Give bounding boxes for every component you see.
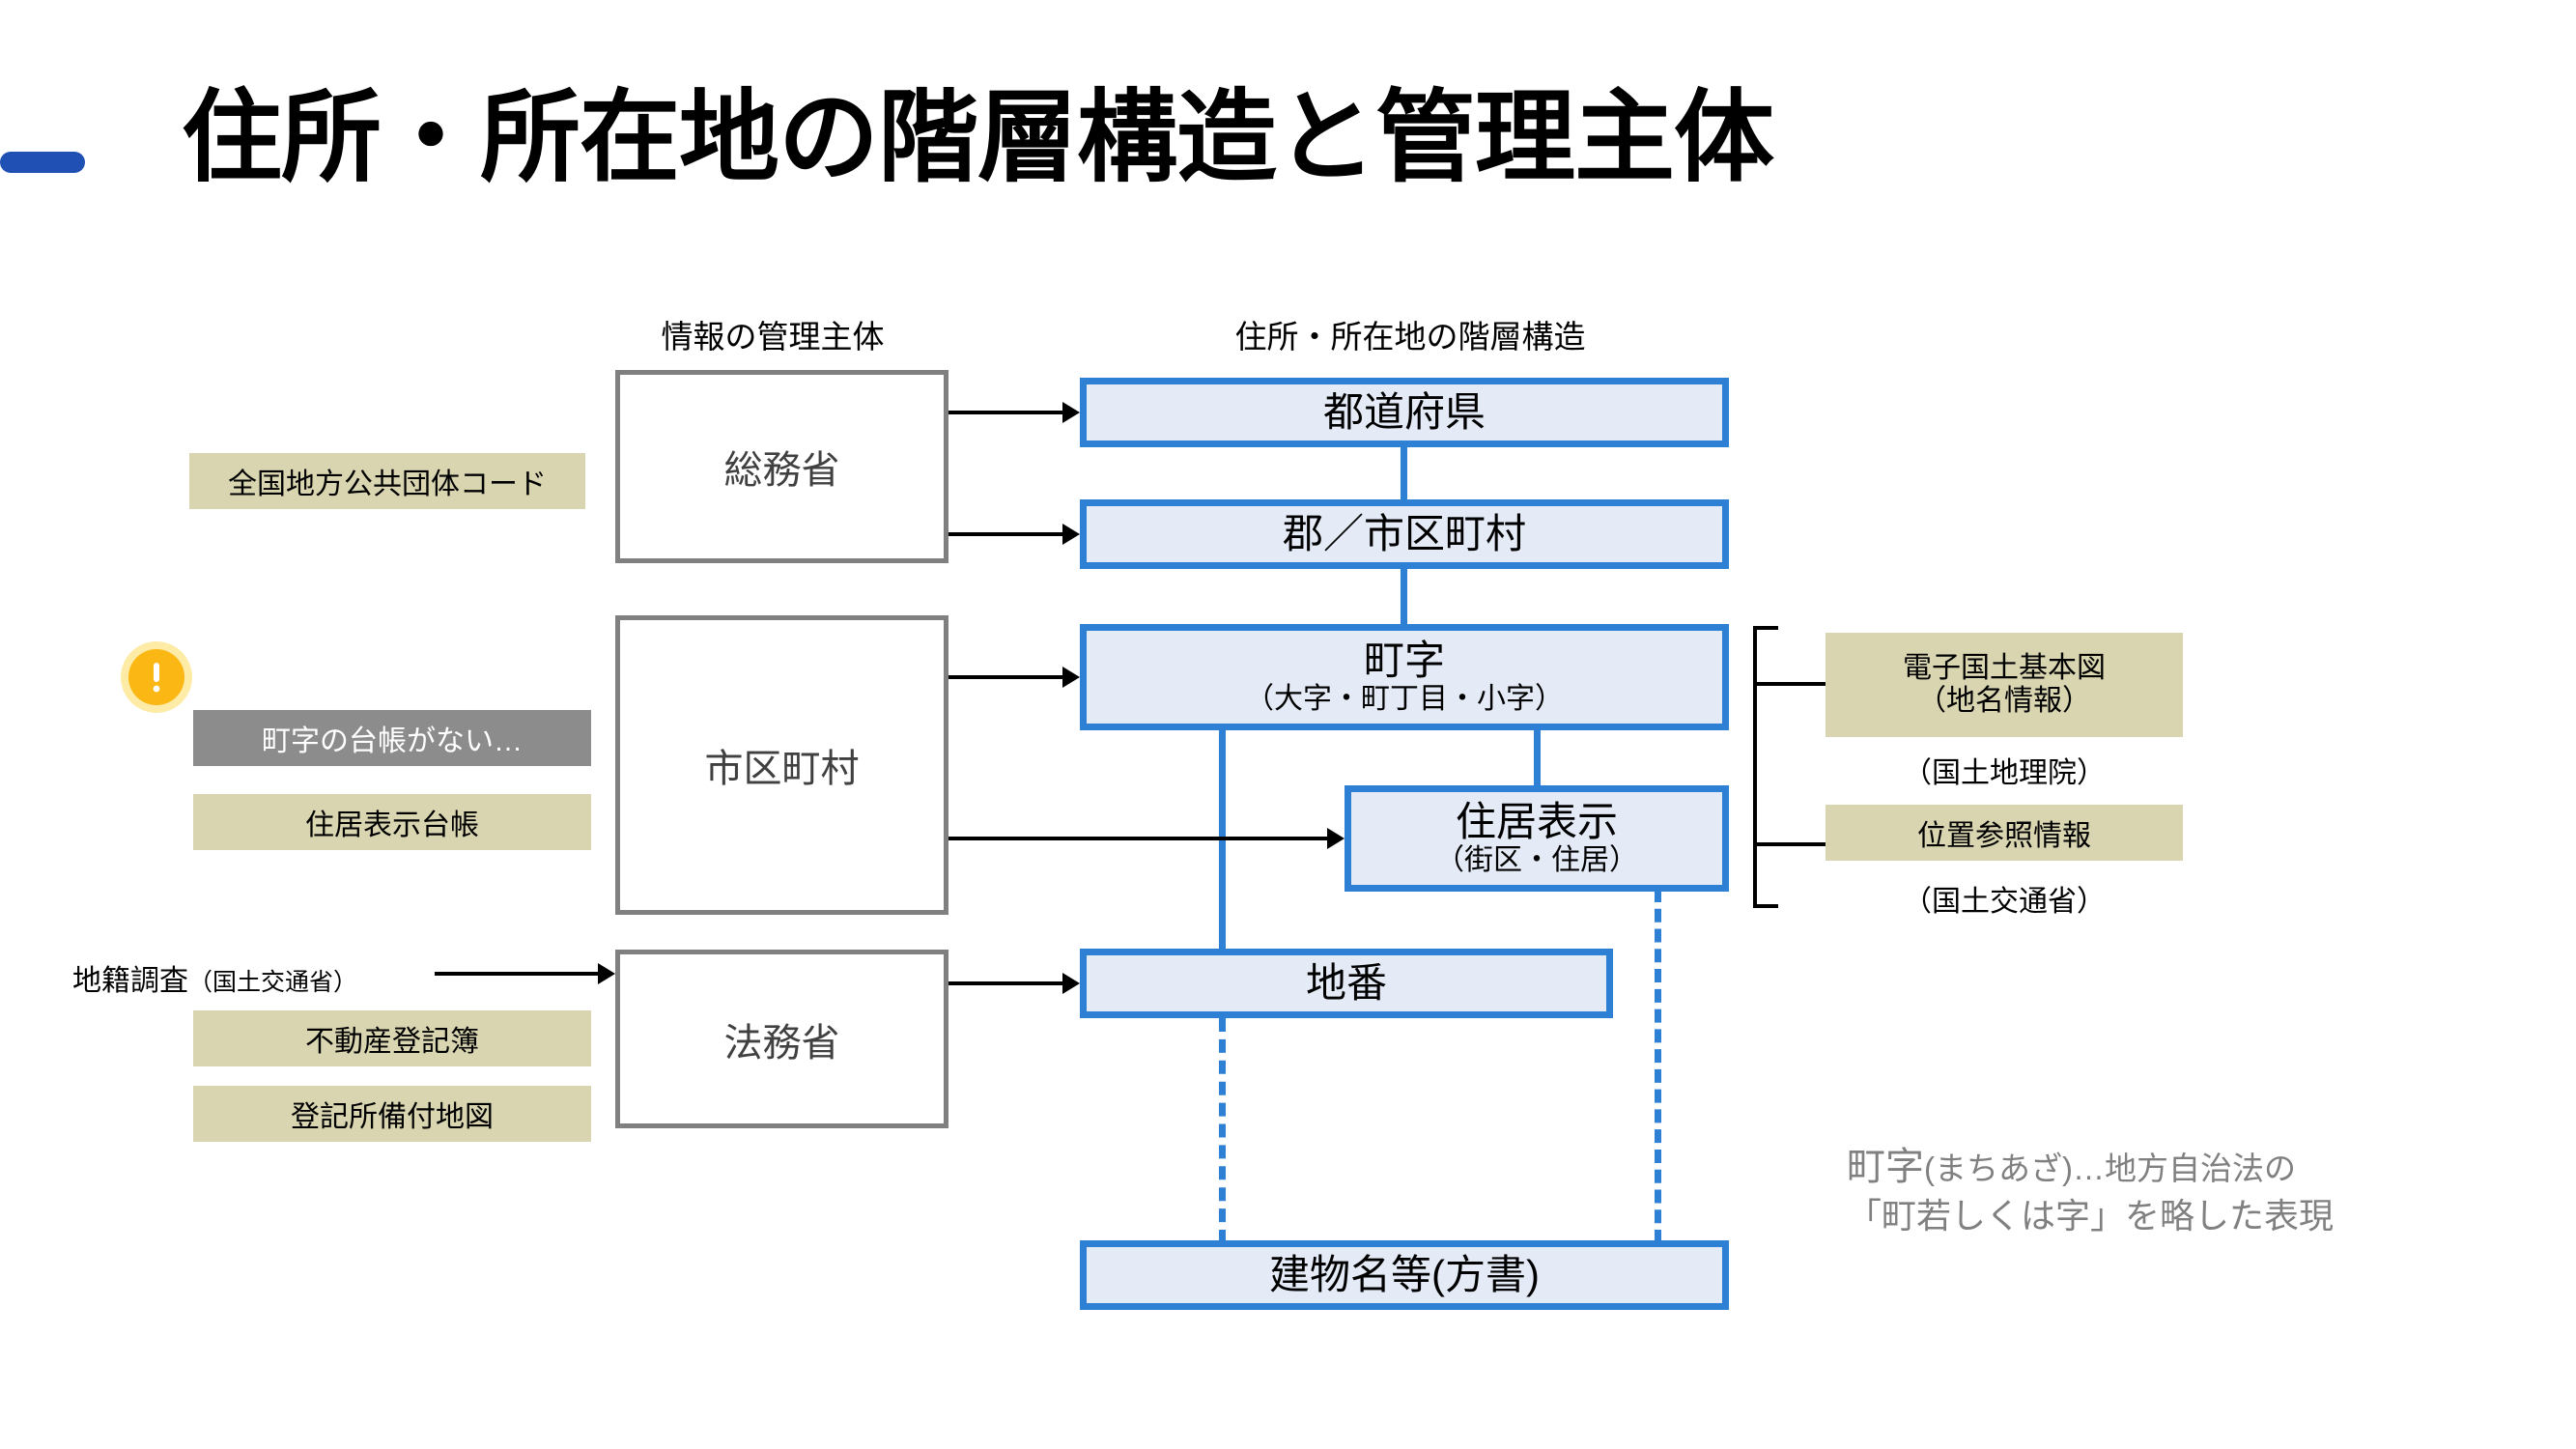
arrow-soumu-gun-head: [1062, 524, 1080, 545]
arrow-soumu-gun-line: [948, 532, 1062, 536]
connector-machiaza-jukyo-down: [1534, 727, 1541, 788]
hierarchy-box-chiban[interactable]: 地番: [1080, 949, 1613, 1018]
hierarchy-sublabel-machiaza: （大字・町丁目・小字）: [1245, 682, 1564, 715]
warning-exclamation-icon: [128, 649, 184, 705]
owner-label-shikuchoson: 市区町村: [704, 748, 860, 790]
arrow-soumu-todofuken-head: [1062, 402, 1080, 423]
footnote-reading: (まちあざ)…地方自治法の: [1924, 1151, 2296, 1186]
tag-label-location-reference-info: 位置参照情報: [1917, 820, 2091, 852]
tag-label-registry-map: 登記所備付地図: [291, 1101, 494, 1133]
footnote-line2: 「町若しくは字」を略した表現: [1847, 1195, 2335, 1236]
arrow-shikuchoson-jukyo-head: [1327, 828, 1345, 849]
tag-location-reference-info: 位置参照情報: [1826, 805, 2183, 861]
owner-label-soumu: 総務省: [723, 449, 840, 492]
hierarchy-sublabel-jukyo: （街区・住居）: [1435, 843, 1638, 876]
owner-box-shikuchoson[interactable]: 市区町村: [615, 615, 948, 915]
hierarchy-label-gun: 郡／市区町村: [1282, 510, 1526, 556]
right-bracket-branch-top: [1757, 682, 1827, 686]
tag-real-estate-register: 不動産登記簿: [193, 1010, 591, 1066]
tag-jukyo-ledger: 住居表示台帳: [193, 794, 591, 850]
hierarchy-label-machiaza: 町字: [1363, 637, 1445, 683]
hierarchy-label-jukyo: 住居表示: [1455, 798, 1618, 844]
arrow-homu-chiban-head: [1062, 973, 1080, 994]
connector-gun-machiaza: [1401, 566, 1407, 627]
arrow-shikuchoson-jukyo-line: [948, 837, 1327, 840]
hierarchy-label-todofuken: 都道府県: [1322, 388, 1486, 435]
hierarchy-label-chiban: 地番: [1305, 959, 1387, 1006]
chiseki-survey-name: 地籍調査: [72, 965, 188, 997]
hierarchy-column-header: 住所・所在地の階層構造: [1234, 319, 1586, 355]
title-accent-bar: [0, 152, 85, 173]
hierarchy-box-machiaza[interactable]: 町字 （大字・町丁目・小字）: [1080, 624, 1729, 730]
owner-box-soumu[interactable]: 総務省: [615, 370, 948, 563]
hierarchy-box-todofuken[interactable]: 都道府県: [1080, 378, 1729, 447]
connector-machiaza-tatemono-dashed: [1219, 1018, 1226, 1243]
tag-label-jukyo-ledger: 住居表示台帳: [305, 810, 479, 841]
right-bracket-top-arm: [1753, 626, 1778, 630]
owner-column-header: 情報の管理主体: [661, 319, 885, 355]
arrow-chiseki-homu-head: [598, 963, 615, 984]
tag-registry-map: 登記所備付地図: [193, 1086, 591, 1142]
arrow-homu-chiban-line: [948, 981, 1062, 985]
caption-gsi: （国土地理院）: [1903, 757, 2106, 789]
right-bracket-bottom-arm: [1753, 904, 1778, 908]
footnote-term: 町字: [1847, 1146, 1924, 1188]
hierarchy-box-gun[interactable]: 郡／市区町村: [1080, 499, 1729, 569]
arrow-chiseki-homu-line: [435, 972, 598, 976]
tag-label-digital-national-base-map: 電子国土基本図: [1903, 651, 2106, 684]
page-title: 住所・所在地の階層構造と管理主体: [182, 82, 1774, 194]
arrow-shikuchoson-machiaza-head: [1062, 667, 1080, 688]
footnote-machiaza: 町字(まちあざ)…地方自治法の 「町若しくは字」を略した表現: [1847, 1142, 2523, 1238]
tag-label-local-government-code: 全国地方公共団体コード: [228, 469, 547, 500]
tag-label-no-machiaza-ledger: 町字の台帳がない…: [262, 725, 523, 757]
chiseki-survey-label: 地籍調査（国土交通省）: [72, 956, 357, 999]
tag-sublabel-digital-national-base-map: （地名情報）: [1917, 685, 2091, 717]
hierarchy-box-tatemono[interactable]: 建物名等(方書): [1080, 1240, 1729, 1310]
owner-label-homu: 法務省: [723, 1021, 840, 1065]
connector-jukyo-tatemono-dashed: [1655, 889, 1661, 1243]
right-bracket-vertical: [1753, 626, 1757, 908]
tag-label-real-estate-register: 不動産登記簿: [305, 1026, 479, 1058]
connector-todofuken-gun: [1401, 444, 1407, 502]
arrow-shikuchoson-machiaza-line: [948, 675, 1062, 679]
hierarchy-box-jukyo[interactable]: 住居表示 （街区・住居）: [1345, 785, 1729, 892]
caption-mlit: （国土交通省）: [1903, 886, 2106, 918]
right-bracket-branch-bottom: [1757, 842, 1827, 846]
arrow-soumu-todofuken-line: [948, 411, 1062, 414]
tag-local-government-code: 全国地方公共団体コード: [189, 453, 585, 509]
tag-no-machiaza-ledger: 町字の台帳がない…: [193, 710, 591, 766]
hierarchy-label-tatemono: 建物名等(方書): [1269, 1251, 1540, 1297]
owner-box-homu[interactable]: 法務省: [615, 950, 948, 1128]
tag-digital-national-base-map: 電子国土基本図 （地名情報）: [1826, 633, 2183, 737]
chiseki-survey-agency: （国土交通省）: [188, 969, 358, 996]
